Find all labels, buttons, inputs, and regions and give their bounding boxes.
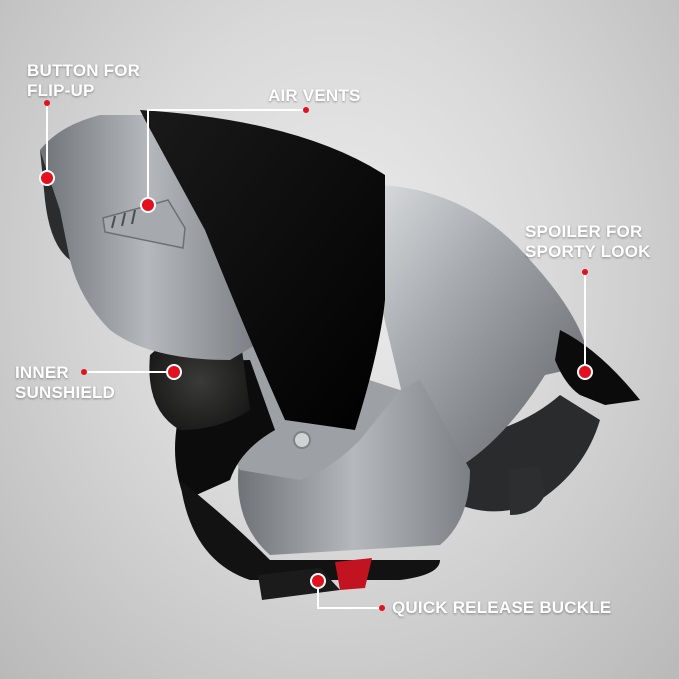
helmet-shell	[380, 185, 590, 470]
callout-buckle-line1: QUICK RELEASE BUCKLE	[392, 598, 612, 617]
marker-spoiler	[577, 364, 593, 380]
callout-air-vents: AIR VENTS	[268, 86, 360, 106]
callout-markers	[39, 100, 593, 611]
marker-buckle-dot	[379, 605, 385, 611]
helmet-neck-pad	[180, 480, 440, 580]
helmet-spoiler	[555, 330, 640, 405]
helmet-visor	[140, 110, 385, 430]
marker-spoiler-dot	[582, 269, 588, 275]
air-vent	[102, 199, 186, 249]
marker-button	[39, 170, 55, 186]
helmet-back-shadow	[455, 395, 600, 512]
callout-button-line2: FLIP-UP	[27, 81, 95, 100]
callout-spoiler-line2: SPORTY LOOK	[525, 242, 651, 261]
callout-sunshield: INNER SUNSHIELD	[15, 363, 115, 403]
leader-buckle	[317, 583, 382, 609]
leader-lines	[46, 103, 586, 609]
marker-buckle	[310, 573, 326, 589]
buckle-red	[335, 558, 372, 590]
callout-button-line1: BUTTON FOR	[27, 61, 141, 80]
callout-sunshield-line2: SUNSHIELD	[15, 383, 116, 402]
callout-buckle: QUICK RELEASE BUCKLE	[392, 598, 611, 618]
marker-vents	[140, 197, 156, 213]
marker-sunshield-dot	[81, 369, 87, 375]
visor-pivot-screw	[293, 431, 311, 449]
lower-vent	[510, 465, 545, 515]
callout-spoiler-line1: SPOILER FOR	[525, 222, 643, 241]
marker-button-dot	[44, 100, 50, 106]
callout-button-flip-up: BUTTON FOR FLIP-UP	[27, 61, 140, 101]
helmet-side-panel	[238, 380, 470, 555]
callout-spoiler: SPOILER FOR SPORTY LOOK	[525, 222, 651, 262]
marker-sunshield	[166, 364, 182, 380]
callout-vents-line1: AIR VENTS	[268, 86, 361, 105]
marker-vents-dot	[303, 107, 309, 113]
leader-vents	[147, 109, 306, 205]
callout-sunshield-line1: INNER	[15, 363, 69, 382]
